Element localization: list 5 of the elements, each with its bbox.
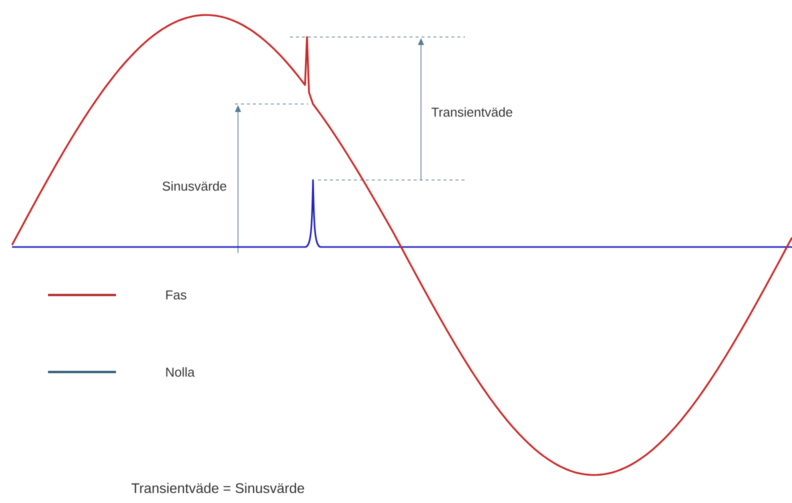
legend-label: Fas [166,290,186,300]
caption: Transientväde = Sinusvärde [132,482,304,494]
legend-label: Nolla [166,367,195,377]
value-label: Sinusvärde [162,181,226,191]
value-label: Transientväde [432,107,512,117]
